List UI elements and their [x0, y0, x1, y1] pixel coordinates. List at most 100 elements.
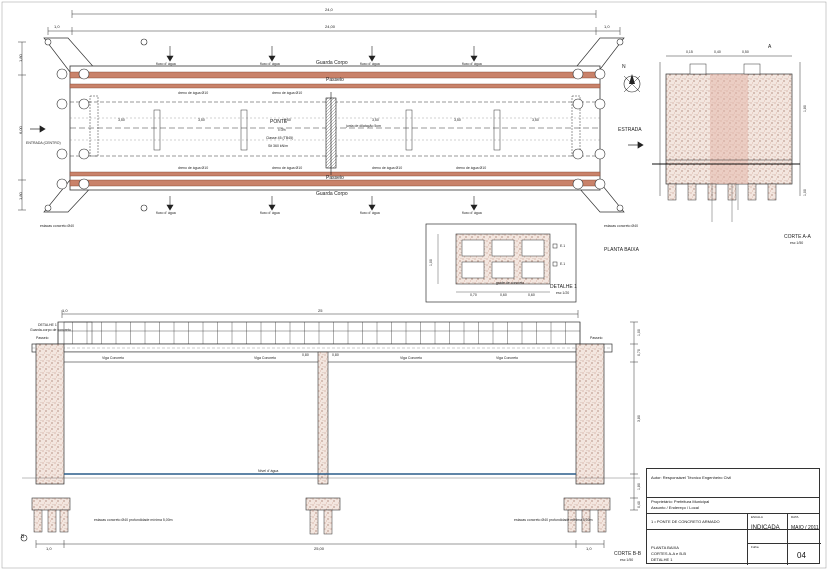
section-aa-scale: esc 1/50 — [790, 241, 804, 245]
title-contents-3: DETALHE 1 — [651, 557, 673, 562]
section-bb-scale: esc 1/50 — [620, 558, 634, 562]
pile-label-left: estacas concreto Ø40 — [40, 224, 75, 228]
plan-walkway-top: Passeio — [326, 77, 344, 83]
section-aa-dim: 0,50 — [742, 50, 749, 54]
section-bb-title: CORTE B-B — [614, 551, 642, 557]
plan-dim-total: 24,0 — [325, 7, 333, 12]
flow-label: fluxo d' água — [360, 62, 380, 66]
section-aa — [652, 55, 801, 222]
section-aa-dim: 0,15 — [686, 50, 693, 54]
elev-height-dim: 0,40 — [637, 501, 641, 508]
pile-note-left: estacas concreto Ø40 profundidade mínima… — [94, 518, 173, 522]
drain-label: dreno de água Ø10 — [272, 91, 303, 95]
plan-dim-side-bottom: 1,80 — [18, 192, 23, 200]
elev-detail-label: DETALHE 1 — [38, 323, 57, 327]
span-dim: 3,50 — [372, 118, 379, 122]
title-sheet-value: 04 — [797, 551, 806, 560]
plan-dim-left-top: 1,0 — [54, 24, 60, 29]
north-label: N — [622, 64, 626, 70]
bridge-label: PONTE — [270, 119, 288, 125]
bridge-spec: Classe 45 (TB45) — [266, 136, 294, 140]
elevation — [22, 310, 640, 548]
elev-bottom-right: 1,0 — [586, 546, 592, 551]
flow-label: fluxo d' água — [260, 62, 280, 66]
plan-view — [18, 10, 644, 542]
drain-label: dreno de água Ø10 — [372, 166, 403, 170]
title-scale-label: ESCALA — [751, 515, 763, 519]
plan-walkway-bottom: Passeio — [326, 175, 344, 181]
flow-label: fluxo d' água — [260, 211, 280, 215]
entrance-right: ESTRADA — [618, 127, 642, 133]
elev-walk-right: Passeio — [590, 336, 603, 340]
drain-label: dreno de água Ø10 — [178, 166, 209, 170]
detail-marker: E.1 — [560, 244, 566, 248]
title-subject: Assunto / Endereço / Local — [651, 505, 699, 510]
title-owner: Proprietário: Prefeitura Municipal — [651, 499, 710, 504]
detail-1 — [425, 223, 577, 303]
elev-height-dim: 3,80 — [637, 415, 641, 422]
detail-title: DETALHE 1 — [550, 284, 577, 290]
beam-label: Viga Concreto — [400, 356, 423, 360]
title-date-label: DATA — [791, 515, 799, 519]
elev-dim-total: 25 — [318, 308, 323, 313]
title-contents-1: PLANTA BAIXA — [651, 545, 679, 550]
plan-dim-inner: 24,00 — [325, 24, 336, 29]
section-bb-marker: B — [21, 534, 25, 540]
title-date-value: MAIO / 2011 — [791, 525, 819, 531]
section-aa-dim: 0,40 — [714, 50, 721, 54]
load-label: Sit 360 kN/m — [268, 144, 289, 148]
slope-label: i=3% — [278, 128, 286, 132]
detail-grid-label: grade de concreto — [496, 281, 525, 285]
beam-label: Viga Concreto — [496, 356, 519, 360]
drain-label: dreno de água Ø10 — [178, 91, 209, 95]
section-aa-dim: 1,00 — [803, 189, 807, 196]
elev-guard-label: Guarda-corpo de concreto — [30, 328, 71, 332]
elev-height-dim: 1,00 — [637, 329, 641, 336]
plan-dim-height: 6,00 — [18, 126, 23, 134]
flow-label: fluxo d' água — [156, 62, 176, 66]
elev-bottom-dim: 25,00 — [314, 546, 325, 551]
section-aa-marker: A — [768, 44, 772, 50]
beam-dim: 0,80 — [302, 353, 309, 357]
drain-label: dreno de água Ø10 — [456, 166, 487, 170]
elev-height-dim: 1,80 — [637, 483, 641, 490]
span-dim: 3,50 — [454, 118, 461, 122]
flow-label: fluxo d' água — [462, 62, 482, 66]
entrance-left: ENTRADA (CENTRO) — [26, 141, 61, 145]
joint-label: junta de dilatação 5cm — [346, 124, 382, 128]
title-contents-2: CORTES A-A e B-B — [651, 551, 687, 556]
plan-guard-top: Guarda Corpo — [316, 60, 348, 66]
detail-dim: 0,60 — [500, 293, 507, 297]
title-author: Autor: Responsável Técnico Engenheiro Ci… — [651, 475, 732, 480]
drain-label: dreno de água Ø10 — [272, 166, 303, 170]
elev-walk-left: Passeio — [36, 336, 49, 340]
detail-dim: 1,00 — [429, 259, 433, 266]
title-scale-value: INDICADA — [751, 525, 780, 531]
title-sheet-label: Folha — [751, 545, 759, 549]
beam-dim: 0,80 — [332, 353, 339, 357]
flow-label: fluxo d' água — [360, 211, 380, 215]
elev-height-dim: 0,70 — [637, 349, 641, 356]
elev-bottom-left: 1,0 — [46, 546, 52, 551]
pile-label-right: estacas concreto Ø40 — [604, 224, 639, 228]
span-dim: 3,50 — [198, 118, 205, 122]
plan-dim-right-top: 1,0 — [604, 24, 610, 29]
title-project: 1 • PONTE DE CONCRETO ARMADO — [651, 519, 720, 524]
title-block: Autor: Responsável Técnico Engenheiro Ci… — [646, 468, 821, 565]
section-aa-dim: 1,80 — [803, 105, 807, 112]
detail-dim: 0,60 — [528, 293, 535, 297]
plan-guard-bottom: Guarda Corpo — [316, 191, 348, 197]
elev-dim-left: 1,0 — [62, 308, 68, 313]
flow-label: fluxo d' água — [462, 211, 482, 215]
detail-scale: esc 1/20 — [556, 291, 570, 295]
span-dim: 3,50 — [532, 118, 539, 122]
beam-label: Viga Concreto — [102, 356, 125, 360]
water-label: Nível d' água — [258, 469, 279, 473]
flow-label: fluxo d' água — [156, 211, 176, 215]
pile-note-right: estacas concreto Ø40 profundidade mínima… — [514, 518, 593, 522]
plan-dim-side-top: 1,80 — [18, 54, 23, 62]
plan-title: PLANTA BAIXA — [604, 247, 639, 253]
detail-dim: 0,70 — [470, 293, 477, 297]
